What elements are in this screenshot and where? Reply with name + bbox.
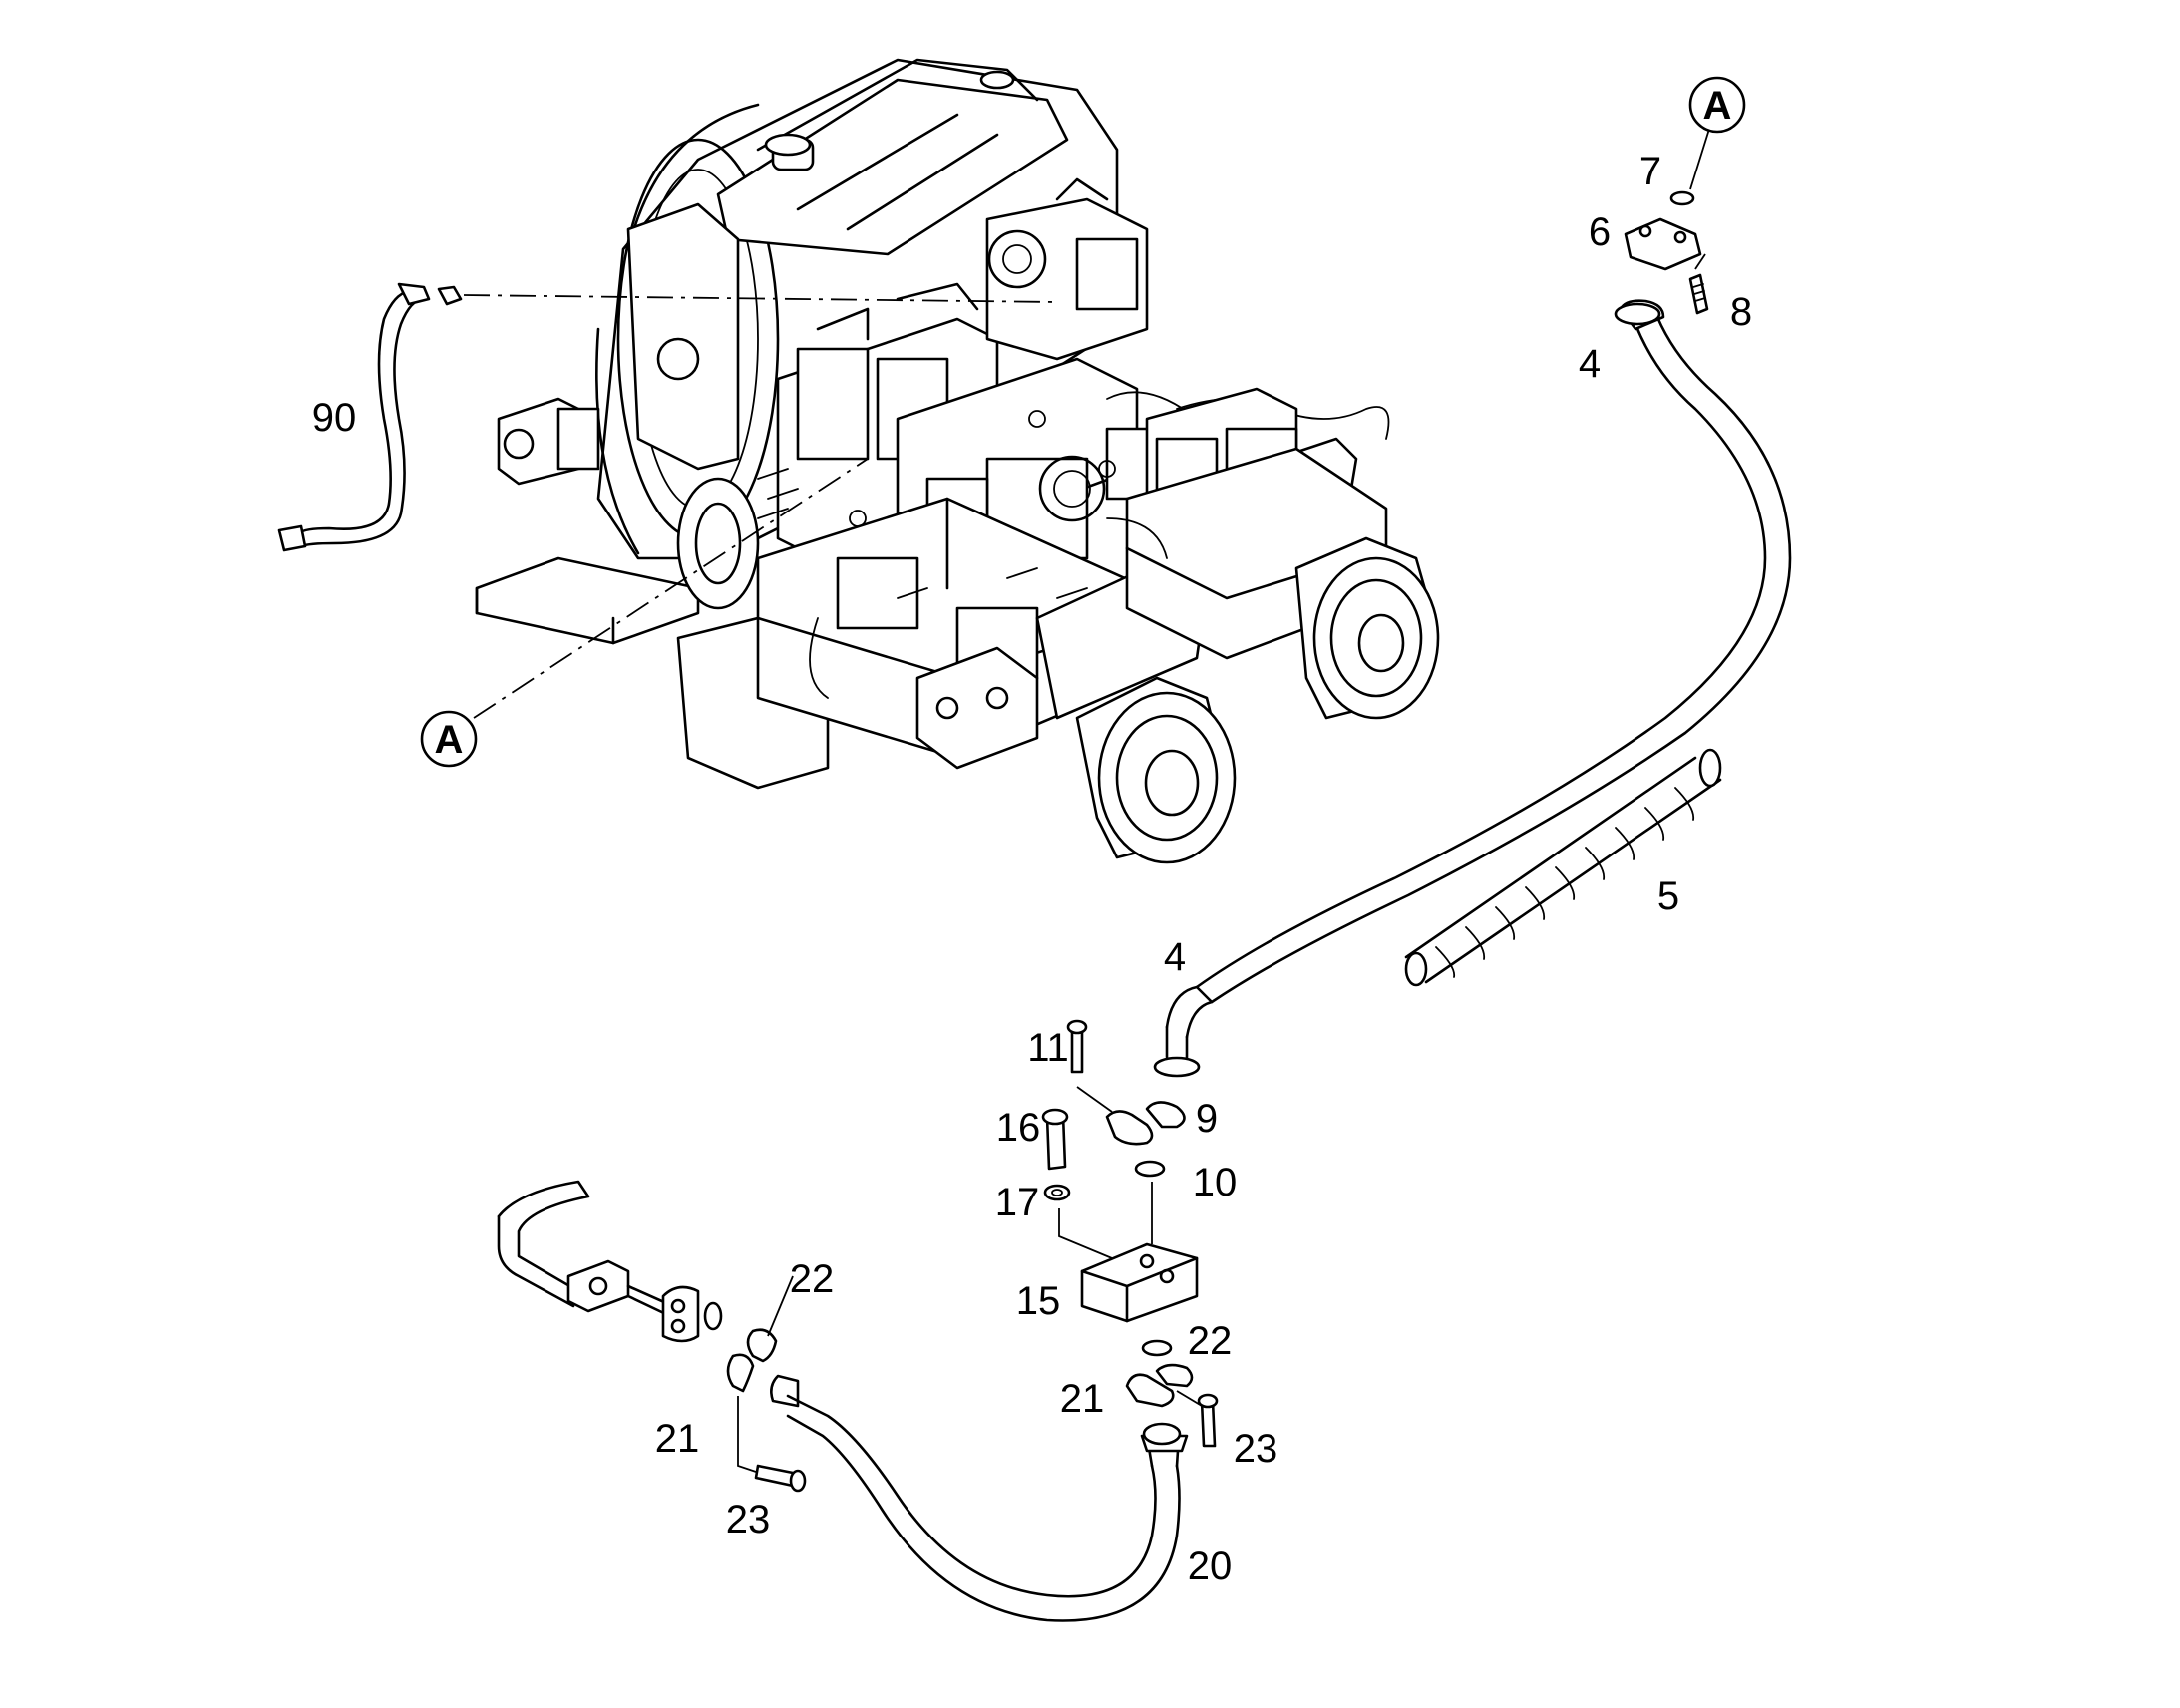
o-ring-10: [1134, 1160, 1166, 1178]
hose-20: [770, 1374, 1189, 1622]
label-part-23-left: 23: [726, 1498, 771, 1541]
label-part-4-bottom: 4: [1164, 935, 1186, 979]
hose-4: [1153, 299, 1792, 1078]
label-part-21-left: 21: [655, 1417, 700, 1461]
assembly-line-90: [463, 294, 1058, 303]
svg-text:A: A: [435, 718, 464, 762]
label-part-20: 20: [1188, 1544, 1233, 1588]
part-labels: 7 6 8 4 90 5 4 11 9 16 10 17 15 22 22 21…: [312, 150, 1752, 1588]
leader-23b: [1176, 1390, 1203, 1407]
leader-17: [1058, 1208, 1113, 1259]
reference-callout-top: A: [1688, 76, 1746, 134]
hose-90: [277, 282, 463, 552]
leader-8: [1694, 253, 1706, 270]
label-part-7: 7: [1639, 150, 1661, 193]
pump-drive-assembly: [475, 58, 1440, 864]
flange-6: [1624, 217, 1702, 271]
label-part-22-right: 22: [1188, 1319, 1233, 1363]
label-part-4-top: 4: [1579, 342, 1601, 386]
flange-half-9: [1145, 1101, 1186, 1129]
label-part-16: 16: [996, 1106, 1041, 1150]
label-part-6: 6: [1589, 210, 1611, 254]
flange-half-22a: [746, 1328, 778, 1363]
assembly-line-a: [473, 458, 869, 719]
flange-half-left: [1105, 1110, 1154, 1146]
label-part-90: 90: [312, 396, 357, 440]
flange-parts-top: [1624, 190, 1709, 315]
flange-half-21a: [726, 1353, 755, 1393]
label-part-10: 10: [1193, 1161, 1238, 1204]
flange-adapter-15: [1080, 1242, 1199, 1323]
label-part-11: 11: [1027, 1026, 1069, 1070]
o-ring-7: [1669, 190, 1695, 206]
o-ring-left: [703, 1301, 723, 1331]
protective-sleeve-5: [1404, 748, 1722, 987]
label-part-21-right: 21: [1060, 1377, 1105, 1421]
label-part-17: 17: [995, 1181, 1040, 1224]
leader-22a: [767, 1275, 794, 1337]
label-part-23-right: 23: [1234, 1427, 1278, 1471]
label-part-22-left: 22: [790, 1257, 835, 1301]
flange-half-21b: [1125, 1373, 1175, 1408]
label-part-15: 15: [1016, 1279, 1061, 1323]
flange-parts-lower-right: [1125, 1339, 1219, 1448]
label-part-5: 5: [1657, 874, 1679, 918]
reference-callout-left: A: [420, 710, 478, 768]
svg-text:A: A: [1703, 84, 1732, 128]
flange-half-22b: [1155, 1363, 1194, 1388]
o-ring-22b: [1141, 1339, 1173, 1357]
label-part-9: 9: [1196, 1097, 1218, 1141]
leader-23a: [737, 1396, 757, 1473]
flange-parts-middle: [1041, 1019, 1199, 1323]
leader-11: [1076, 1086, 1113, 1113]
bolt-8: [1688, 273, 1709, 315]
washer-17: [1043, 1184, 1071, 1201]
label-part-8: 8: [1730, 290, 1752, 334]
pipe-fitting-left: [497, 1180, 807, 1493]
